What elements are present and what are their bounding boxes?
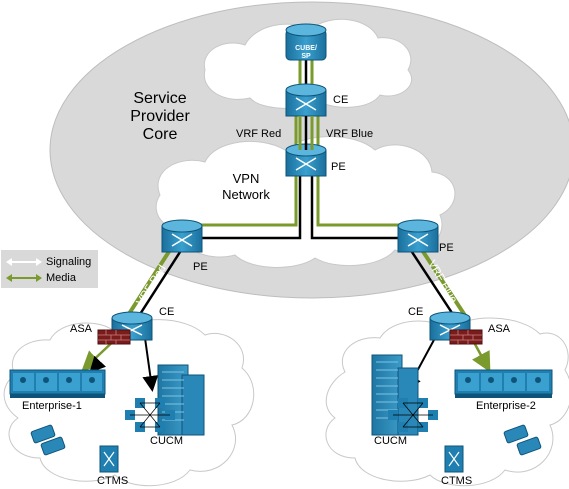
legend-signaling-label: Signaling (46, 256, 92, 268)
pe-left-label: PE (193, 261, 208, 273)
cucm-left-cluster-icon (125, 398, 175, 432)
ctms-right-icon (444, 445, 464, 473)
vrf-red-diag-media (123, 248, 172, 322)
core-label-3: Core (143, 126, 178, 143)
legend-signaling: Signaling (6, 255, 91, 269)
vrf-red-diag-signal (133, 251, 182, 323)
legend-media-label: Media (46, 272, 76, 284)
cube-label-2: SP (301, 53, 311, 60)
cube-cloud (203, 18, 413, 109)
core-label-1: Service (133, 90, 186, 107)
asa-left-firewall-icon (97, 329, 131, 345)
enterprise1-cloud (3, 319, 255, 487)
cube-label-1: CUBE/ (295, 45, 317, 52)
asa-left-label: ASA (70, 323, 93, 335)
vpn-label-2: Network (222, 187, 270, 202)
left-signal-to-cucm (142, 337, 159, 392)
enterprise1-label: Enterprise-1 (22, 400, 82, 412)
telepresence-left-icon (9, 369, 106, 398)
legend-media: Media (6, 271, 76, 285)
signaling-arrow-icon (6, 258, 42, 266)
cucm-right-cluster-icon (388, 398, 438, 432)
core-label-2: Provider (130, 108, 190, 125)
cucm-left-label: CUCM (150, 435, 183, 447)
vrf-blue-diag-signal (410, 251, 460, 323)
media-arrow-icon (6, 274, 42, 282)
cucm-left-building-icon (157, 364, 205, 436)
asa-right-label: ASA (488, 323, 511, 335)
vrf-red-diag-label: VRF Red (134, 263, 168, 308)
pe-top-label: PE (331, 161, 346, 173)
telepresence-right-icon (454, 369, 553, 398)
pe-left-router-icon (161, 219, 203, 253)
vrf-blue-diag-media (420, 248, 470, 322)
pe-right-label: PE (439, 242, 454, 254)
phones-right-icon (503, 424, 542, 456)
pe-right-router-icon (397, 219, 439, 253)
asa-right-firewall-icon (449, 329, 483, 345)
cucm-right-label: CUCM (374, 435, 407, 447)
ctms-left-label: CTMS (97, 475, 128, 487)
vpn-label-1: VPN (233, 171, 260, 186)
cube-sp-router-icon: CUBE/ SP (285, 23, 327, 61)
ce-left-label: CE (159, 306, 174, 318)
ce-top-router-icon (285, 83, 327, 117)
ce-right-label: CE (408, 306, 423, 318)
phones-left-icon (30, 424, 66, 456)
ctms-left-icon (99, 445, 119, 473)
legend: Signaling Media (1, 250, 98, 288)
ce-top-label: CE (333, 94, 348, 106)
ctms-right-label: CTMS (441, 475, 472, 487)
enterprise2-label: Enterprise-2 (476, 400, 536, 412)
vrf-red-top-label: VRF Red (236, 128, 281, 140)
vpn-cloud (155, 136, 456, 268)
vrf-blue-top-label: VRF Blue (326, 128, 373, 140)
